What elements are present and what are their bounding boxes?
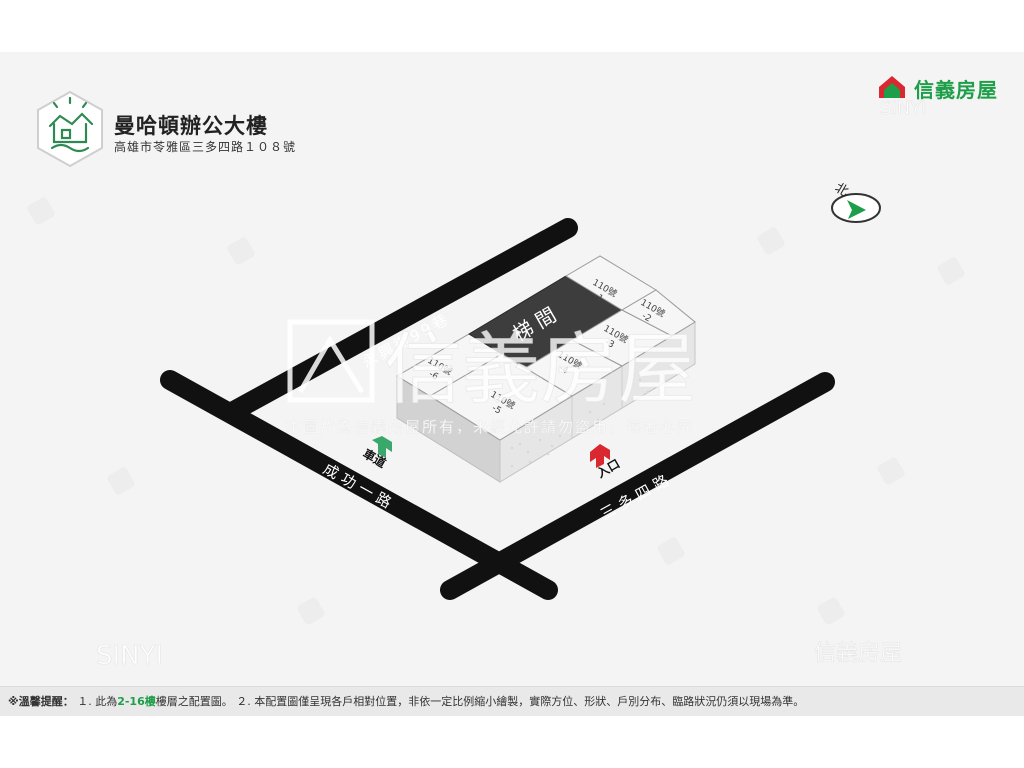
compass-north-label: 北 bbox=[832, 180, 851, 199]
road-label-chenggong: 成功一路 bbox=[320, 460, 399, 515]
notice-bar: ※溫馨提醒： １. 此為2-16樓樓層之配置圖。 ２. 本配置圖僅呈現各戶相對位… bbox=[0, 686, 1024, 716]
center-watermark: 信義房屋 本圖片為信義房屋所有，未經允許請勿盜用，違者必究 bbox=[286, 319, 697, 436]
notice-text-2: 樓層之配置圖。 ２. 本配置圖僅呈現各戶相對位置，非依一定比例縮小繪製，實際方位… bbox=[155, 695, 805, 708]
watermark-brand: 信義房屋 bbox=[384, 325, 696, 415]
notice-text-1: １. 此為 bbox=[77, 695, 118, 708]
corner-watermark-right: 信義房屋 bbox=[814, 641, 902, 666]
compass: 北 bbox=[831, 180, 881, 223]
notice-label: ※溫馨提醒： bbox=[8, 695, 74, 708]
property-badge-icon bbox=[37, 90, 103, 168]
building: 梯間 110號-1 110號-2 110號-3 110號-4 110號-5 11… bbox=[396, 255, 696, 483]
property-title: 曼哈頓辦公大樓 bbox=[114, 114, 268, 138]
driveway-arrow-icon bbox=[372, 436, 392, 458]
property-address: 高雄市苓雅區三多四路１０８號 bbox=[114, 140, 297, 154]
entrance-arrow-icon bbox=[590, 444, 610, 468]
corner-watermark-top: SINYI bbox=[880, 98, 927, 119]
road-sanduo bbox=[440, 372, 835, 600]
top-band bbox=[0, 0, 1024, 52]
corner-watermark-left: SINYI bbox=[96, 641, 163, 671]
driveway-marker: 車道 bbox=[361, 436, 392, 471]
watermark-caption: 本圖片為信義房屋所有，未經允許請勿盜用，違者必究 bbox=[286, 418, 694, 436]
watermark-logo-icon bbox=[287, 319, 375, 403]
unit-110-2 bbox=[620, 289, 696, 337]
north-arrow-icon bbox=[847, 200, 866, 219]
brand-name: 信義房屋 bbox=[914, 78, 998, 102]
background-watermark-tiles bbox=[27, 197, 965, 625]
building-window-pattern bbox=[510, 348, 684, 468]
bottom-band bbox=[0, 716, 1024, 768]
notice-highlight: 2-16樓 bbox=[117, 695, 156, 708]
brand-logo: 信義房屋 bbox=[878, 74, 1008, 102]
brand-mark-icon bbox=[879, 76, 905, 98]
building-face-dividers bbox=[571, 366, 623, 438]
entrance-marker: 入口 bbox=[590, 444, 622, 481]
road-chenggong bbox=[160, 370, 558, 600]
